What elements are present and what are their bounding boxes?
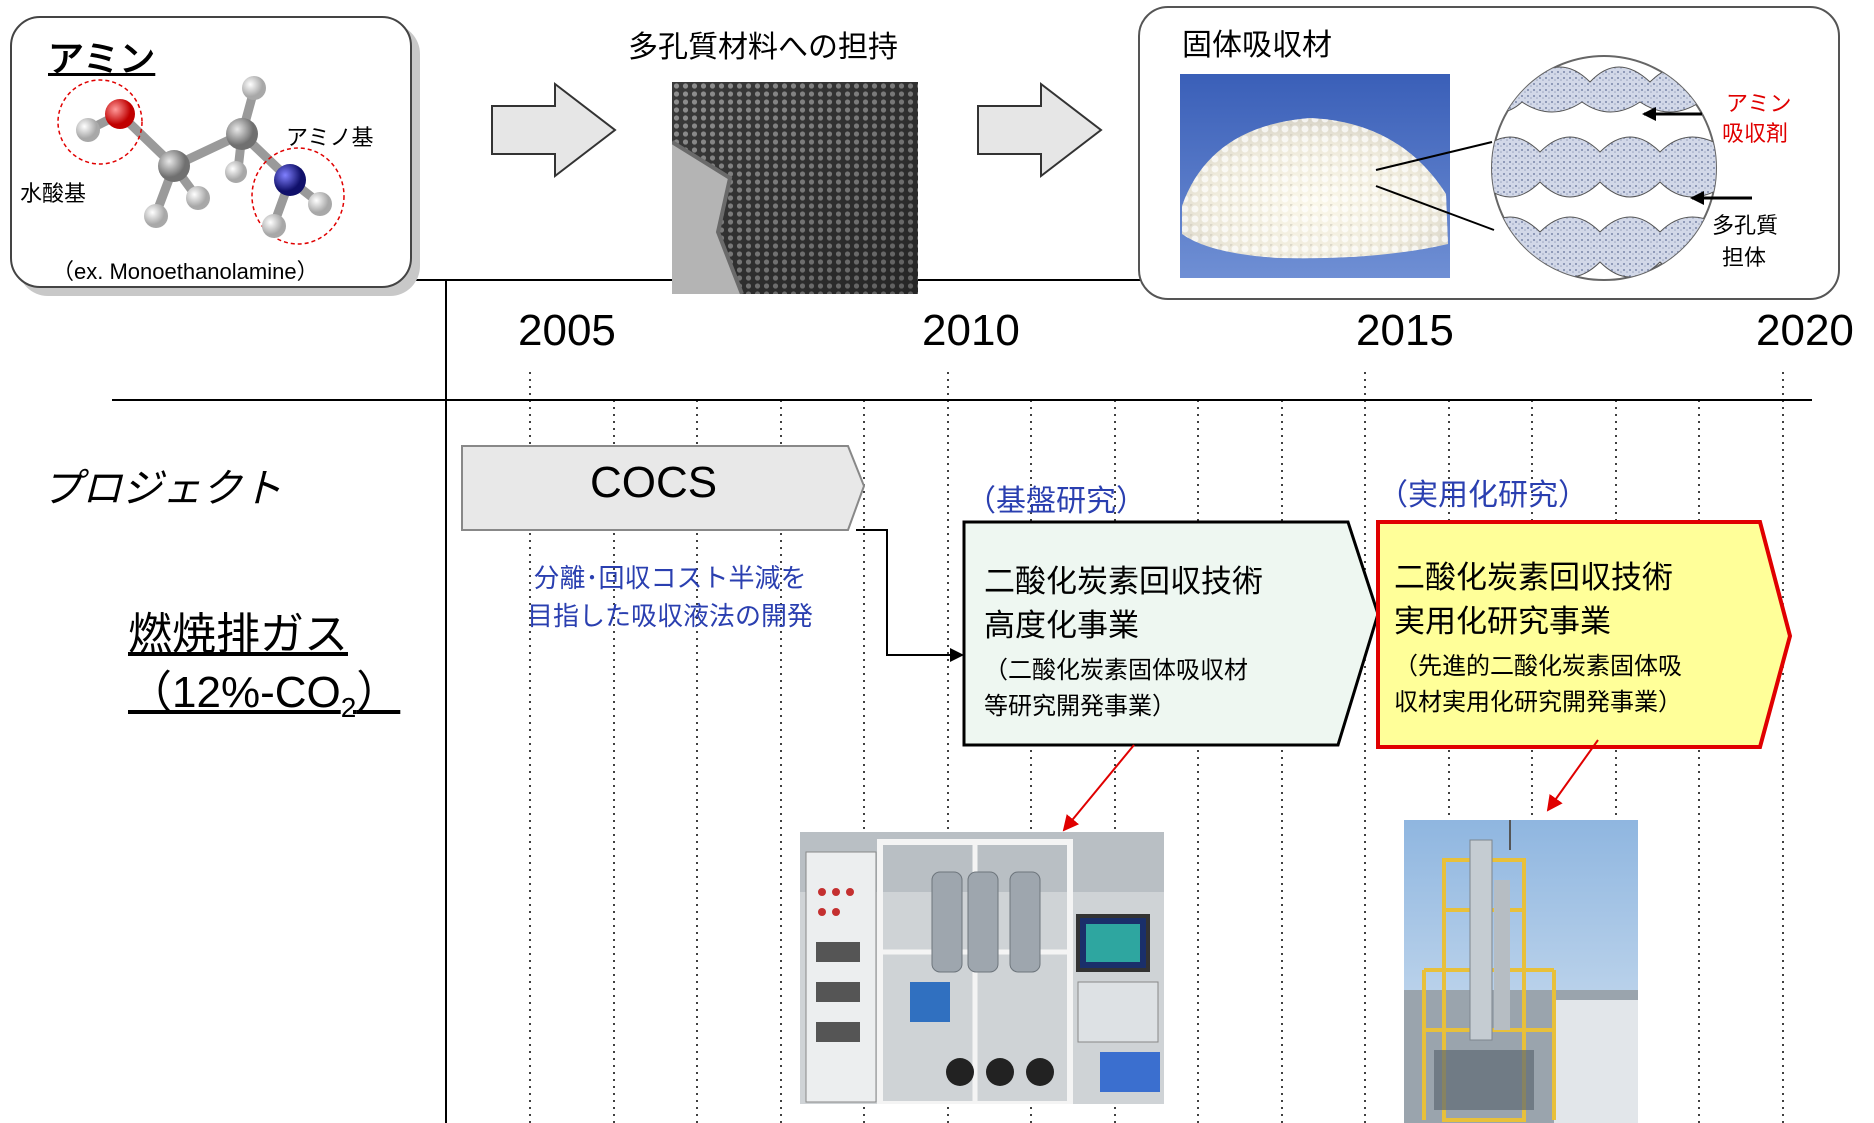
practical-title-line1: 二酸化炭素回収技術 — [1394, 560, 1673, 596]
year-label-2015: 2015 — [1356, 306, 1454, 355]
basic-title-line1: 二酸化炭素回収技術 — [984, 564, 1263, 600]
basic-sub-line2: 等研究開発事業） — [984, 692, 1176, 720]
hydroxyl-label: 水酸基 — [20, 182, 87, 207]
red-arrow-to-lab-photo — [1062, 744, 1135, 832]
carbon-atom-2 — [226, 118, 258, 150]
porous-support-title: 多孔質材料への担持 — [628, 30, 898, 65]
row-label-project: プロジェクト — [42, 466, 282, 512]
year-label-2020: 2020 — [1756, 306, 1854, 355]
amine-absorbent-label-line2: 吸収剤 — [1722, 122, 1789, 147]
basic-research-text: 二酸化炭素回収技術 高度化事業 （二酸化炭素固体吸収材 等研究開発事業） — [984, 560, 1334, 724]
porous-structure-diagram — [1490, 52, 1718, 284]
oxygen-atom — [105, 99, 135, 129]
practical-sub-line1: （先進的二酸化炭素固体吸 — [1394, 652, 1682, 680]
cocs-to-basic-connector — [856, 529, 964, 662]
progress-arrow-2 — [977, 81, 1103, 179]
practical-sub-line2: 収材実用化研究開発事業） — [1394, 688, 1682, 716]
row-label-combustion-gas: 燃焼排ガス （12%-CO2） — [128, 606, 400, 737]
year-label-2010: 2010 — [922, 306, 1020, 355]
basic-project-shape — [962, 520, 1380, 747]
lab-equipment-photo — [800, 832, 1164, 1104]
amine-title: アミン — [48, 39, 156, 80]
cocs-desc-line2: 目指した吸収液法の開発 — [526, 602, 813, 632]
amine-panel: アミン — [10, 16, 412, 288]
progress-arrow-1 — [491, 81, 617, 179]
porous-carrier-label-line1: 多孔質 — [1712, 214, 1779, 239]
amino-highlight-circle — [251, 147, 345, 245]
cocs-description: 分離･回収コスト半減を 目指した吸収液法の開発 — [470, 560, 870, 636]
monoethanolamine-molecule — [57, 76, 345, 245]
carbon-atom-1 — [158, 150, 190, 182]
practical-project-shape — [1376, 520, 1793, 749]
amine-absorbent-label-line1: アミン — [1726, 92, 1792, 117]
red-arrow-to-plant-photo — [1546, 739, 1599, 812]
hydroxyl-highlight-circle — [57, 79, 143, 165]
mesoporous-tem-image — [672, 82, 918, 294]
pilot-plant-photo — [1404, 820, 1638, 1123]
amine-example-label: （ex. Monoethanolamine） — [52, 259, 319, 284]
row-label-gas-line2: （12%-CO2） — [128, 668, 401, 723]
cocs-project-shape — [461, 445, 866, 531]
practical-research-text: 二酸化炭素回収技術 実用化研究事業 （先進的二酸化炭素固体吸 収材実用化研究開発… — [1394, 556, 1774, 720]
basic-sub-line1: （二酸化炭素固体吸収材 — [984, 656, 1248, 684]
year-label-2005: 2005 — [518, 306, 616, 355]
row-label-gas-line1: 燃焼排ガス — [128, 610, 348, 659]
basic-research-category: （基盤研究） — [966, 484, 1146, 519]
solid-sorbent-title: 固体吸収材 — [1182, 28, 1332, 63]
practical-title-line2: 実用化研究事業 — [1394, 604, 1611, 640]
sorbent-beads-photo — [1180, 74, 1450, 278]
cocs-desc-line1: 分離･回収コスト半減を — [533, 564, 807, 594]
basic-title-line2: 高度化事業 — [984, 608, 1139, 644]
amino-label: アミノ基 — [286, 126, 374, 151]
cocs-label: COCS — [590, 458, 718, 507]
porous-carrier-label-line2: 担体 — [1722, 246, 1767, 271]
practical-research-category: （実用化研究） — [1378, 478, 1588, 513]
nitrogen-atom — [274, 164, 306, 196]
